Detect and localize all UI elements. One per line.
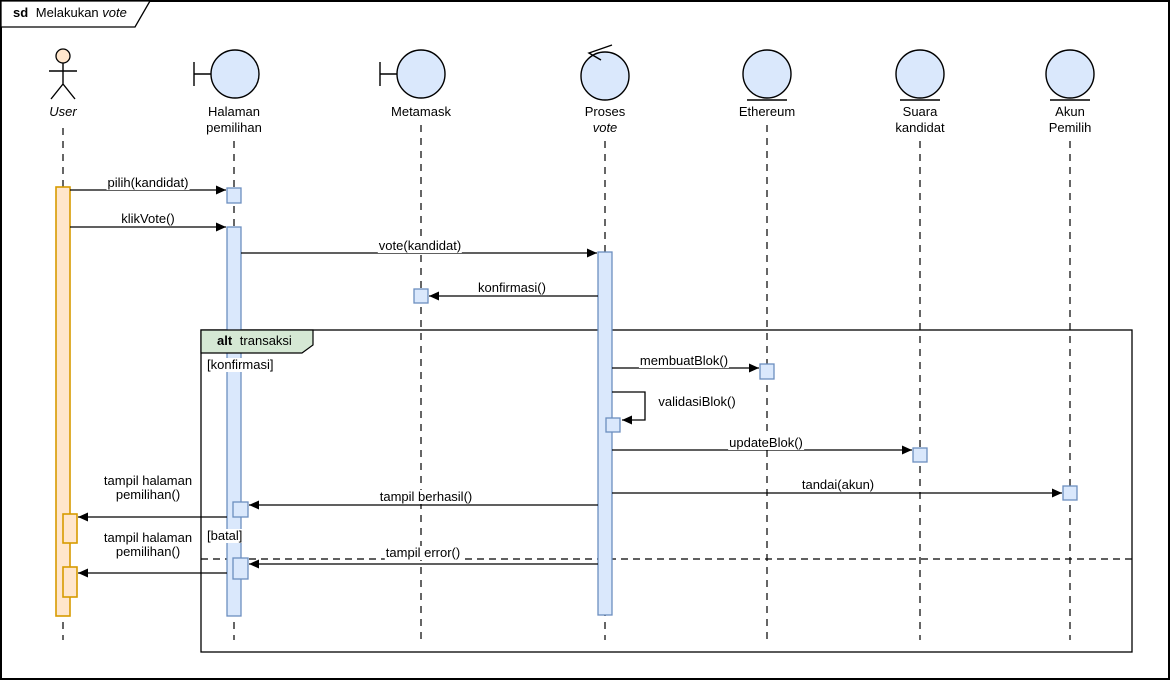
message-label-tampil-halaman-1-line2: pemilihan() [114, 487, 182, 502]
lifeline-label-suara-2: kandidat [895, 120, 945, 135]
lifelines [62, 125, 1071, 640]
actor-icon [49, 48, 77, 100]
title-tab [0, 0, 152, 28]
message-arrows [70, 185, 1062, 578]
lifeline-label-metamask: Metamask [391, 104, 451, 119]
diagram-title: sd Melakukan vote [12, 6, 128, 20]
control-icon-proses [580, 44, 630, 101]
message-label-tampil-halaman-2-line2: pemilihan() [114, 544, 182, 559]
boundary-icon-halaman [193, 49, 260, 99]
activation-ethereum [759, 363, 775, 380]
message-arrow-validasiblok-self [612, 391, 646, 425]
lifeline-label-proses-2: vote [592, 120, 618, 135]
title-keyword: sd [13, 5, 29, 20]
activation-user-nested-1 [62, 513, 78, 544]
alt-operator-pentagon [200, 329, 314, 354]
entity-icon-akun [1045, 49, 1095, 101]
activation-halaman-main [226, 226, 242, 617]
guard-batal: [batal] [206, 528, 244, 543]
guard-konfirmasi: [konfirmasi] [206, 357, 275, 372]
lifeline-label-akun-1: Akun [1055, 104, 1085, 119]
message-label-validasiblok: validasiBlok() [657, 394, 737, 409]
title-text-italic: vote [102, 5, 127, 20]
lifeline-label-user: User [49, 104, 77, 119]
alt-operator-condition: transaksi [239, 333, 292, 348]
message-label-tampil-halaman-1-line1: tampil halaman [102, 473, 194, 488]
title-text: Melakukan [35, 5, 99, 20]
alt-operator-keyword: alt [217, 333, 233, 348]
lifeline-label-proses-1: Proses [584, 104, 626, 119]
activation-halaman-nested-1 [232, 501, 249, 518]
message-label-klikvote: klikVote() [120, 211, 176, 226]
lifeline-label-akun-2: Pemilih [1048, 120, 1092, 135]
message-label-konfirmasi: konfirmasi() [477, 280, 547, 295]
activation-user-main [55, 186, 71, 617]
message-label-tampil-halaman-2-line1: tampil halaman [102, 530, 194, 545]
message-label-vote: vote(kandidat) [377, 238, 463, 253]
activation-user-nested-2 [62, 566, 78, 598]
lifeline-label-halaman-1: Halaman [207, 104, 261, 119]
activation-metamask [413, 288, 429, 304]
message-label-pilih: pilih(kandidat) [106, 175, 190, 190]
entity-icon-ethereum [742, 49, 792, 101]
lifeline-label-halaman-2: pemilihan [206, 120, 262, 135]
message-label-updateblok: updateBlok() [728, 435, 804, 450]
message-label-tampil-berhasil: tampil berhasil() [378, 489, 474, 504]
activation-halaman-nested-2 [232, 557, 249, 580]
message-label-tampil-error: tampil error() [384, 545, 462, 560]
activations [55, 186, 1078, 617]
lifeline-label-suara-1: Suara [902, 104, 938, 119]
alt-frame-border [200, 329, 1133, 653]
boundary-icon-metamask [379, 49, 446, 99]
entity-icon-suara [895, 49, 945, 101]
message-label-membuatblok: membuatBlok() [638, 353, 730, 368]
activation-proses-self [605, 417, 621, 433]
activation-suara [912, 447, 928, 463]
message-label-tandai: tandai(akun) [800, 477, 876, 492]
activation-proses-main [597, 251, 613, 616]
lifeline-label-ethereum: Ethereum [738, 104, 796, 119]
alt-operator-label: alt transaksi [216, 334, 293, 348]
activation-akun [1062, 485, 1078, 501]
activation-halaman-pilih [226, 187, 242, 204]
